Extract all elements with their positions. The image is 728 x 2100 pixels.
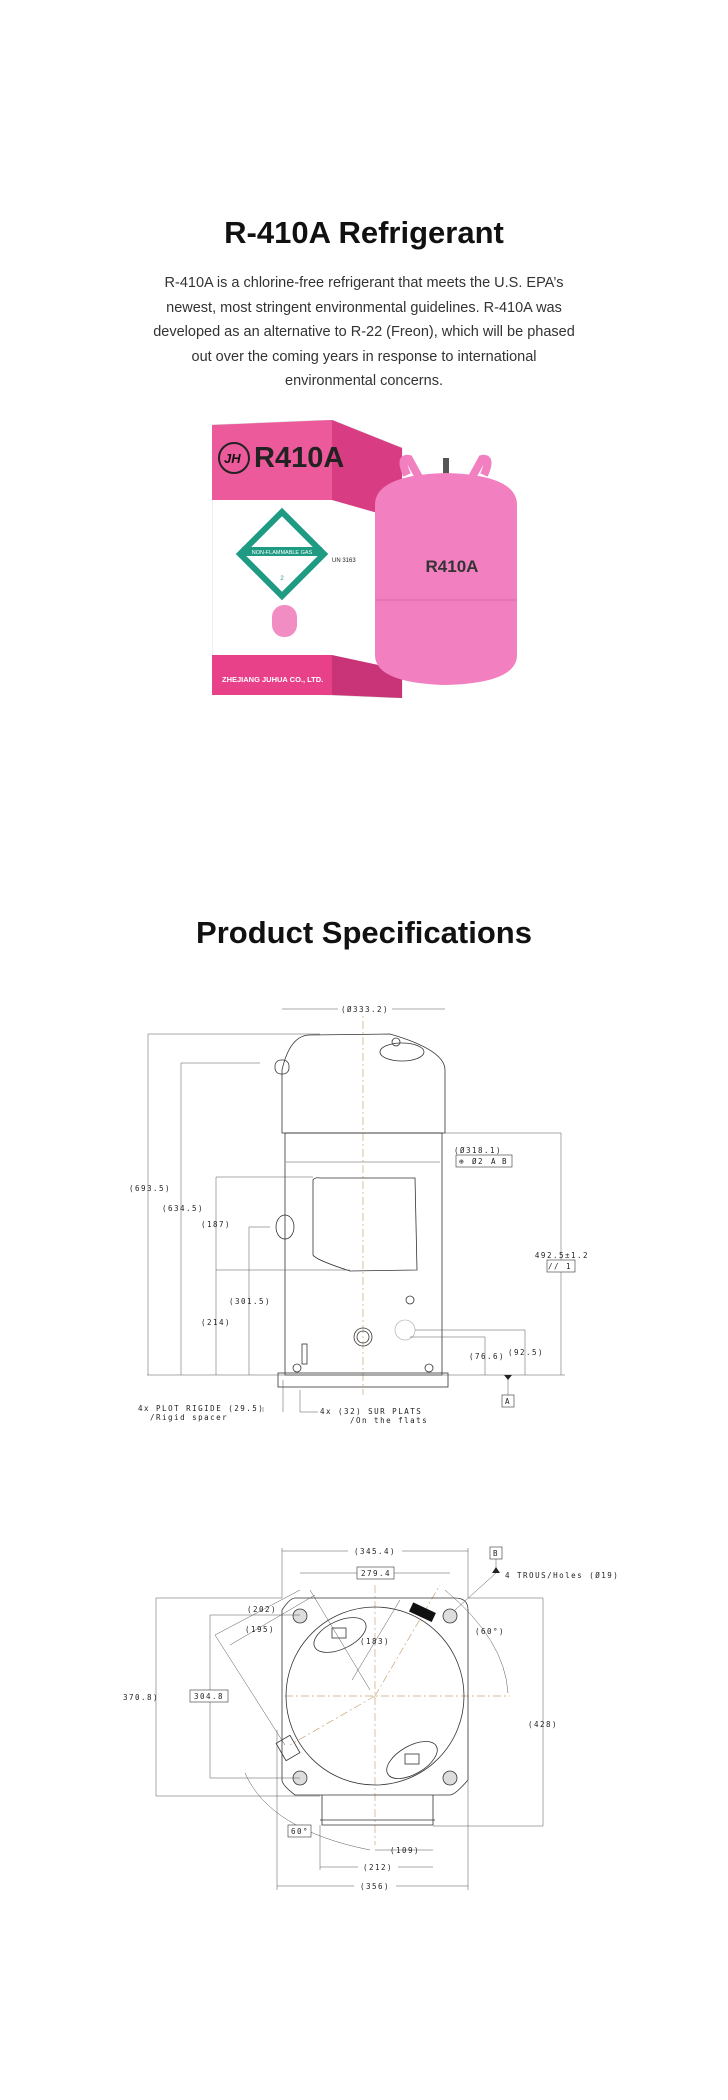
dim-195: (195) xyxy=(245,1625,275,1634)
svg-text:2: 2 xyxy=(280,576,284,582)
angle-right: (60°) xyxy=(475,1627,505,1636)
dim-box-height: (187) xyxy=(201,1220,231,1229)
svg-text:R410A: R410A xyxy=(426,557,479,576)
svg-text:1: 1 xyxy=(566,1262,572,1271)
product-image: JH R410A NON-FLAMMABLE GAS 2 ZHEJIANG JU… xyxy=(212,420,517,698)
dim-suction-height: (301.5) xyxy=(229,1297,271,1306)
dim-overall-depth: (370.8) xyxy=(120,1693,159,1702)
datum-b: B xyxy=(493,1549,499,1558)
svg-text:⊕: ⊕ xyxy=(459,1157,465,1166)
datum-a: A xyxy=(505,1397,511,1406)
svg-text:A: A xyxy=(491,1157,497,1166)
dim-fitting-low: (76.6) xyxy=(469,1352,505,1361)
dim-356: (356) xyxy=(360,1882,390,1891)
holes-note: 4 TROUS/Holes (Ø19) xyxy=(505,1571,619,1580)
dim-shell-diameter: (Ø318.1) xyxy=(454,1146,502,1155)
dim-discharge-height: (634.5) xyxy=(162,1204,204,1213)
dim-overall-width: (345.4) xyxy=(354,1547,396,1556)
dim-box-base: (214) xyxy=(201,1318,231,1327)
dim-212: (212) xyxy=(363,1863,393,1872)
svg-text:Ø2: Ø2 xyxy=(472,1157,484,1166)
dim-202: (202) xyxy=(247,1605,277,1614)
dim-shell-height: 492.5±1.2 xyxy=(535,1251,589,1260)
side-view-drawing: (Ø333.2) (Ø318.1) ⊕ Ø2 A B (693.5) (634.… xyxy=(129,1004,589,1425)
page-title: R-410A Refrigerant xyxy=(224,215,504,250)
dim-109: (109) xyxy=(390,1846,420,1855)
specs-title: Product Specifications xyxy=(196,915,532,950)
dim-183: (183) xyxy=(360,1637,390,1646)
svg-text:B: B xyxy=(502,1157,508,1166)
top-view-drawing: (345.4) 279.4 B (202) (195) (183) (60°) … xyxy=(120,1546,619,1891)
dim-hole-spacing: 279.4 xyxy=(361,1569,391,1578)
manufacturer: ZHEJIANG JUHUA CO., LTD. xyxy=(222,675,323,684)
svg-text:/Rigid spacer: /Rigid spacer xyxy=(150,1413,228,1422)
un-number: UN 3163 xyxy=(332,558,356,564)
dim-total-depth: (428) xyxy=(528,1720,558,1729)
spacer-note: 4x PLOT RIGIDE (29.5) xyxy=(138,1404,264,1413)
box-label: R410A xyxy=(254,442,344,474)
flats-note: 4x (32) SUR PLATS xyxy=(320,1407,422,1416)
svg-text://: // xyxy=(548,1262,560,1271)
brand-logo: JH xyxy=(224,451,241,466)
dim-fitting-high: (92.5) xyxy=(508,1348,544,1357)
dim-hole-spacing-v: 304.8 xyxy=(194,1692,224,1701)
svg-text:/On the flats: /On the flats xyxy=(350,1416,428,1425)
dim-top-diameter: (Ø333.2) xyxy=(341,1005,389,1014)
hazard-diamond: NON-FLAMMABLE GAS 2 xyxy=(235,507,329,601)
dim-overall-height: (693.5) xyxy=(129,1184,171,1193)
angle-left: 60° xyxy=(291,1827,309,1836)
refrigerant-cylinder: R410A xyxy=(375,454,517,685)
svg-text:NON-FLAMMABLE GAS: NON-FLAMMABLE GAS xyxy=(252,550,313,556)
product-description: R-410A is a chlorine-free refrigerant th… xyxy=(153,275,575,389)
